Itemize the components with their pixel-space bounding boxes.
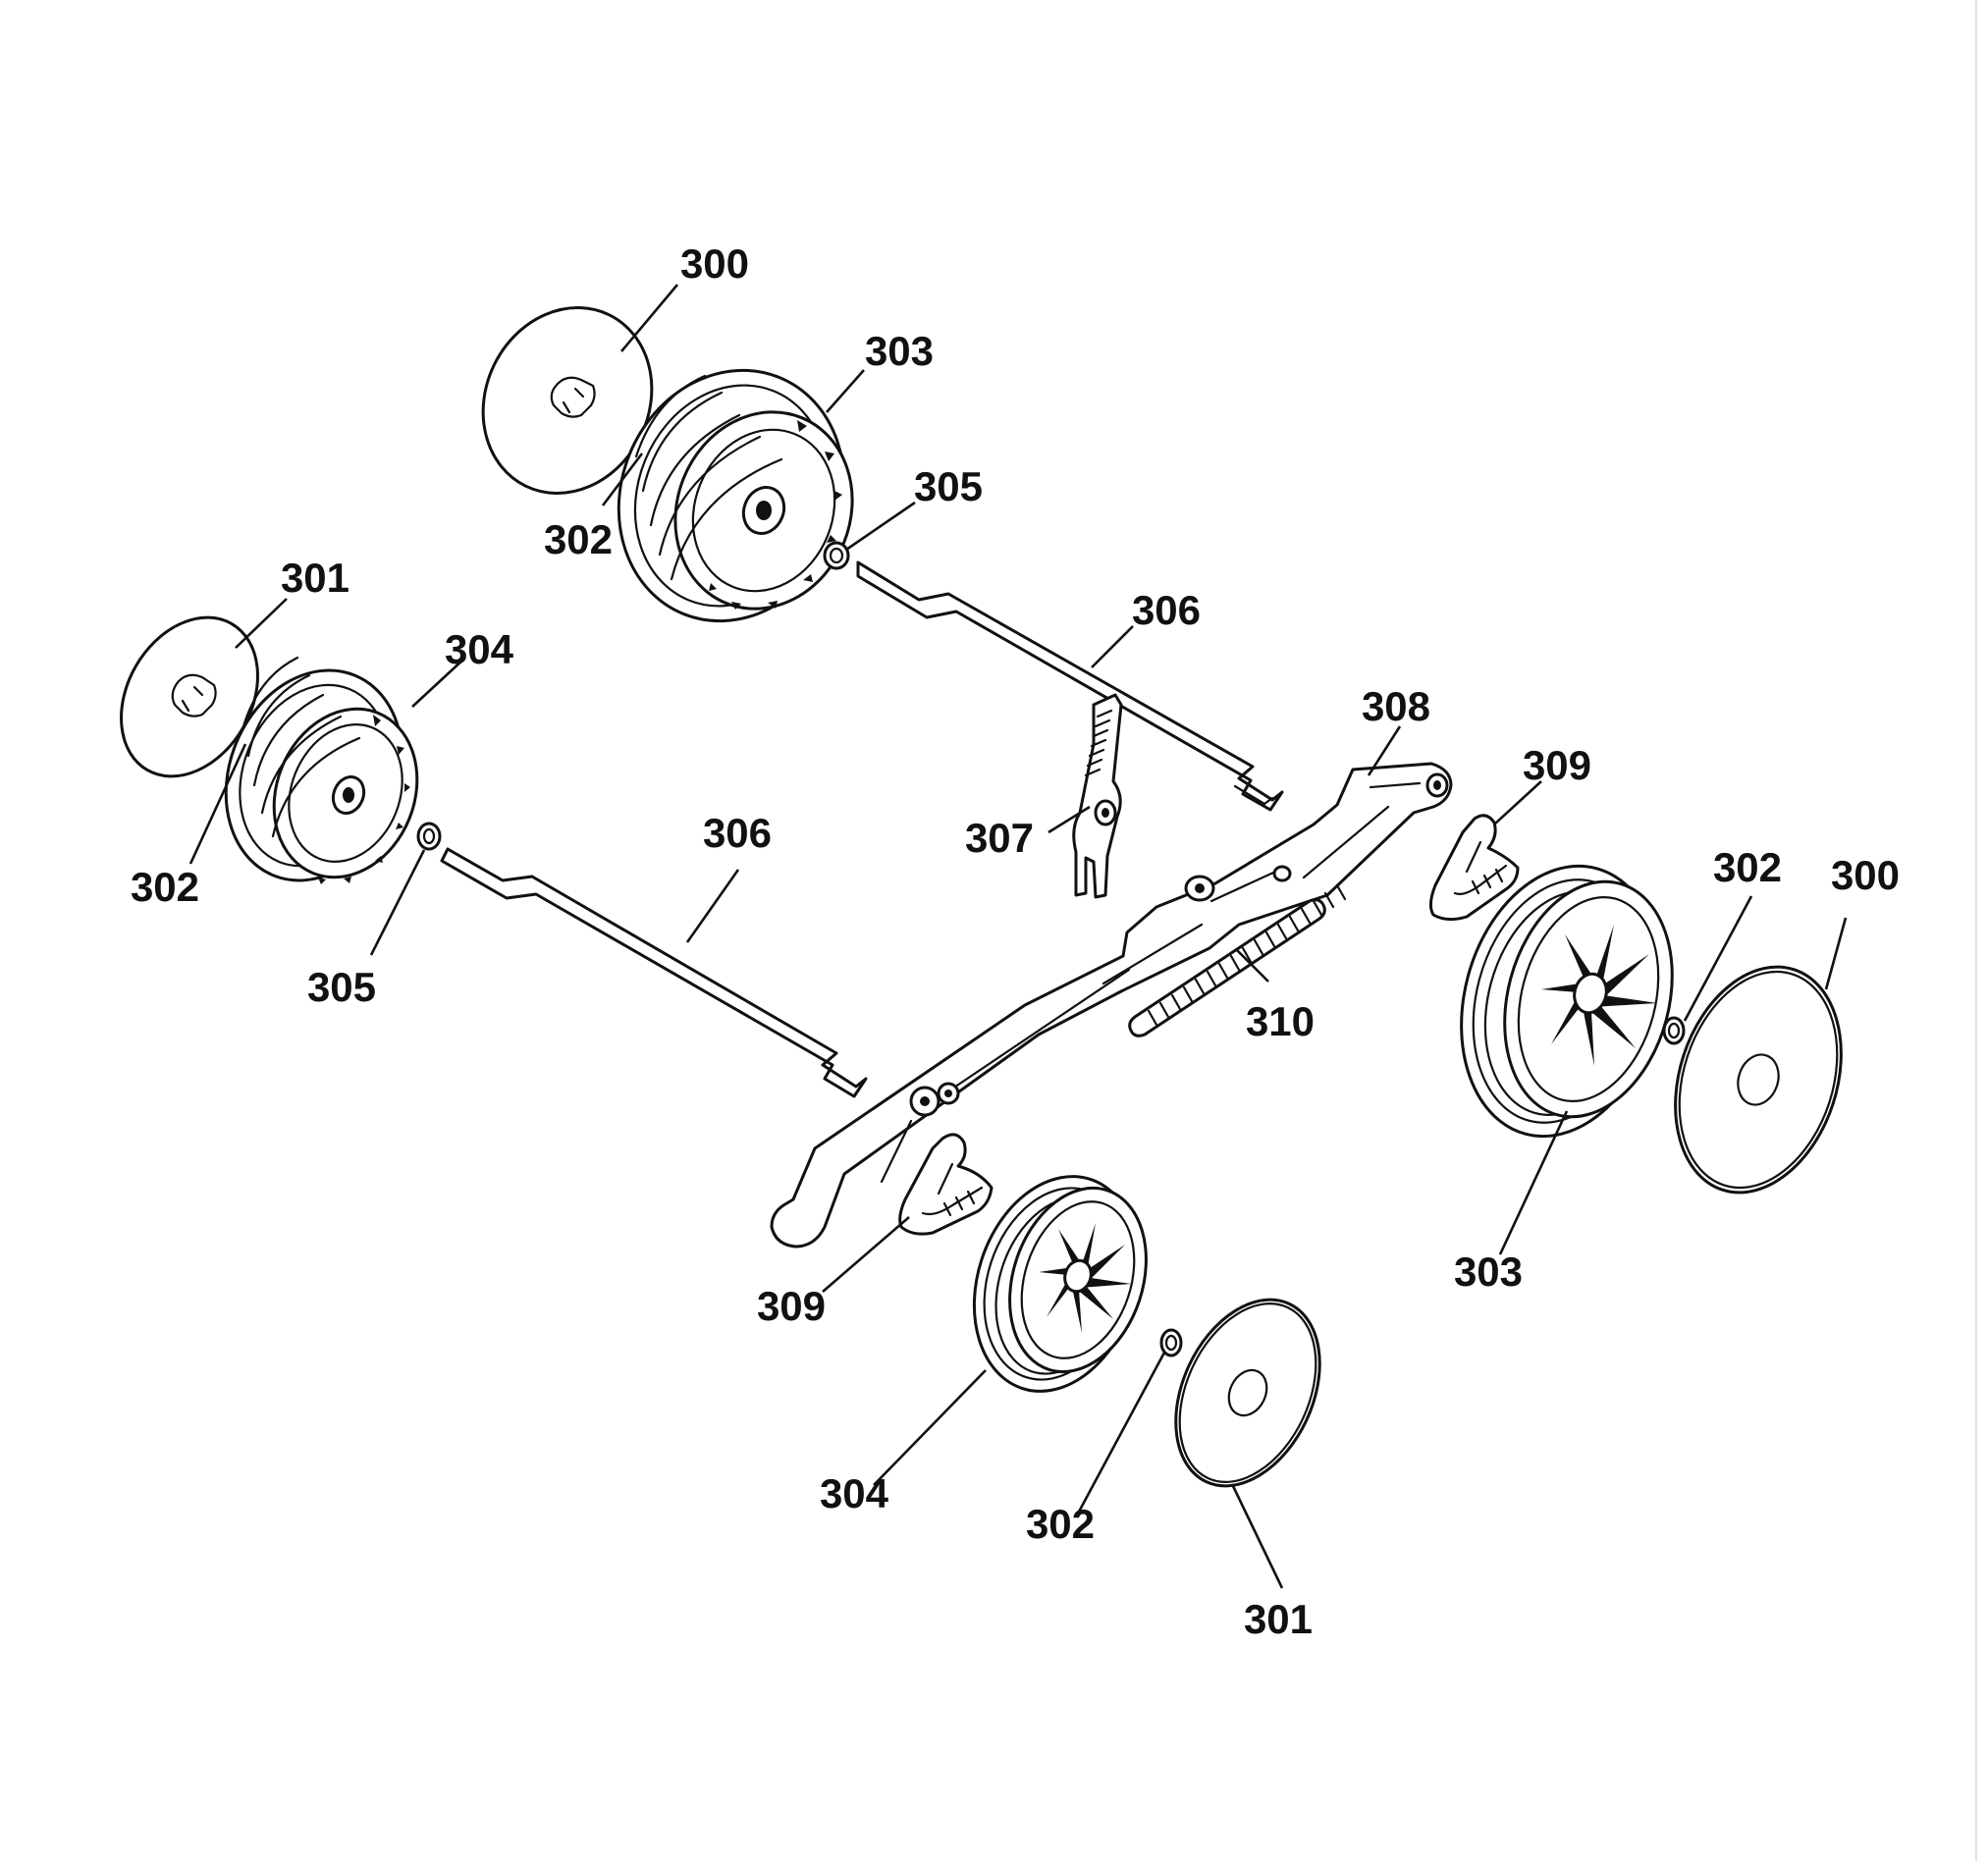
callout-304-upper: 304 <box>445 626 514 672</box>
axle-rod-306-upper <box>856 560 1284 812</box>
bracket-309-lower <box>898 1133 994 1236</box>
hubcap-301-lower <box>1174 1298 1321 1488</box>
page-edge-rule <box>1975 0 1977 1861</box>
washer-302-lower <box>1159 1328 1183 1357</box>
height-frame-308 <box>770 762 1453 1249</box>
callout-305-left: 305 <box>307 964 376 1010</box>
callout-308: 308 <box>1362 683 1430 729</box>
callout-310: 310 <box>1246 998 1315 1044</box>
wheel-303-upper <box>617 368 854 623</box>
callout-300-upper: 300 <box>680 240 749 287</box>
washer-305-left <box>416 822 442 851</box>
callout-300-lower: 300 <box>1831 852 1900 898</box>
callout-301-lower: 301 <box>1244 1596 1313 1642</box>
callout-301-upper: 301 <box>281 555 349 601</box>
callout-303-lower: 303 <box>1454 1249 1523 1295</box>
callout-labels: 300 303 302 305 301 304 302 306 305 306 … <box>131 240 1900 1642</box>
hubcap-300-lower <box>1674 965 1843 1195</box>
callout-303-upper: 303 <box>865 328 934 374</box>
wheel-304-left <box>224 656 419 884</box>
callout-309-upper: 309 <box>1523 742 1591 788</box>
washer-302-right <box>1662 1016 1686 1045</box>
callout-309-lower: 309 <box>757 1283 826 1329</box>
leader-lines <box>188 284 1848 1589</box>
wheel-304-lower <box>972 1175 1148 1393</box>
callout-302-left: 302 <box>131 864 199 910</box>
callout-306-lower: 306 <box>703 810 772 856</box>
callout-302-upper: 302 <box>544 516 613 562</box>
wheel-303-lower <box>1460 864 1674 1139</box>
callout-302-right: 302 <box>1713 844 1782 890</box>
axle-rod-306-lower <box>440 847 868 1098</box>
callout-302-lower: 302 <box>1026 1501 1095 1547</box>
height-lever-307 <box>1072 693 1123 899</box>
callout-306-upper: 306 <box>1132 587 1201 633</box>
callout-305-upper: 305 <box>914 463 983 509</box>
washer-305-upper <box>823 541 850 570</box>
spring-310 <box>1128 883 1347 1037</box>
hubcap-301-upper <box>120 615 259 778</box>
bracket-309-upper <box>1428 814 1520 922</box>
callout-304-lower: 304 <box>820 1470 889 1516</box>
callout-307: 307 <box>965 815 1034 861</box>
